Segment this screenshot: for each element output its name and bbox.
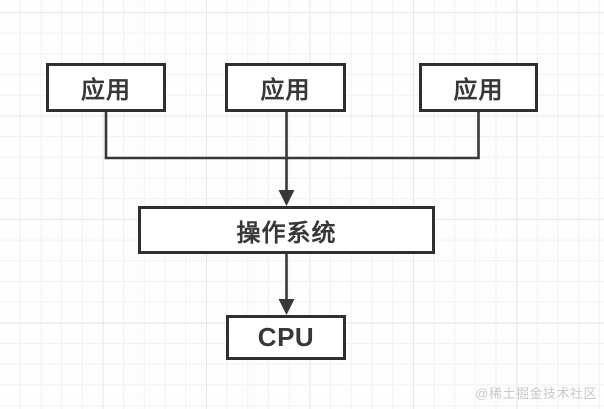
- node-operating-system-label: 操作系统: [236, 219, 337, 247]
- node-application-1-label: 应用: [81, 77, 131, 104]
- node-application-2-label: 应用: [260, 77, 311, 104]
- node-cpu: CPU: [226, 315, 346, 360]
- node-application-1: 应用: [46, 63, 166, 112]
- edge-app2-os-arrowhead: [278, 190, 295, 206]
- watermark: @稀土掘金技术社区: [475, 386, 597, 401]
- node-cpu-label: CPU: [257, 322, 315, 352]
- edge-os-cpu-arrowhead: [278, 299, 295, 315]
- node-operating-system: 操作系统: [138, 206, 435, 254]
- edge-app1-app3-junction: [104, 112, 480, 160]
- node-application-3-label: 应用: [453, 77, 504, 104]
- node-application-2: 应用: [225, 63, 346, 112]
- node-application-3: 应用: [419, 63, 538, 112]
